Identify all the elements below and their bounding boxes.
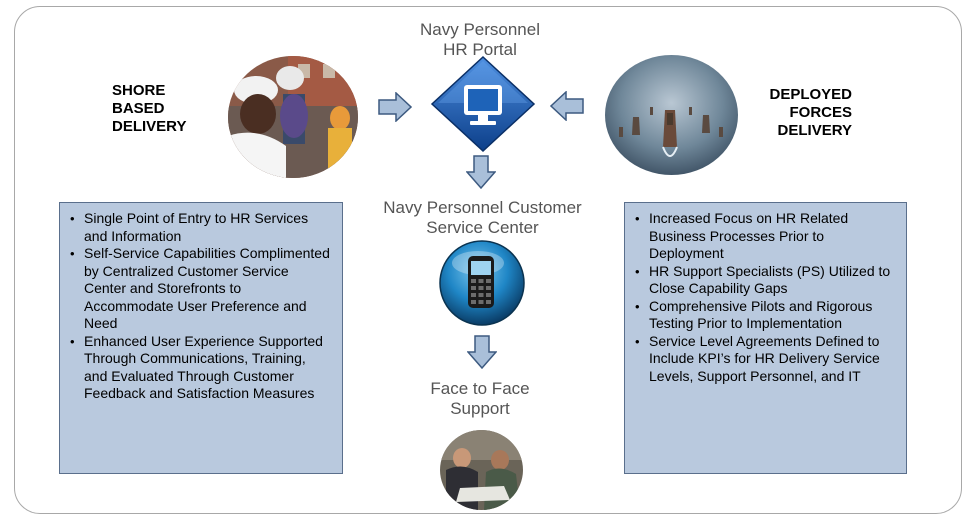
list-item: Enhanced User Experience Supported Throu… (66, 333, 330, 403)
list-item: HR Support Specialists (PS) Utilized to … (631, 263, 898, 298)
deployed-delivery-details-box: Increased Focus on HR Related Business P… (624, 202, 907, 474)
deployed-ships-photo (605, 55, 738, 175)
list-item: Self-Service Capabilities Complimented b… (66, 245, 330, 333)
arrow-down-icon (467, 335, 497, 369)
deployed-forces-delivery-label: DEPLOYED FORCES DELIVERY (769, 86, 852, 139)
arrow-right-icon (378, 92, 412, 122)
list-item: Single Point of Entry to HR Services and… (66, 210, 330, 245)
computer-monitor-icon (430, 55, 536, 153)
customer-service-center-title: Navy Personnel Customer Service Center (383, 198, 582, 237)
shore-based-delivery-label: SHORE BASED DELIVERY (112, 82, 187, 135)
list-item: Service Level Agreements Defined to Incl… (631, 333, 898, 386)
list-item: Comprehensive Pilots and Rigorous Testin… (631, 298, 898, 333)
face-to-face-photo (440, 430, 523, 510)
face-to-face-support-title: Face to Face Support (430, 379, 530, 418)
arrow-down-icon (466, 155, 496, 189)
arrow-left-icon (550, 91, 584, 121)
shore-based-photo (228, 56, 358, 178)
mobile-phone-icon (439, 240, 525, 326)
portal-title: Navy Personnel HR Portal (419, 20, 540, 59)
shore-delivery-details-box: Single Point of Entry to HR Services and… (59, 202, 343, 474)
list-item: Increased Focus on HR Related Business P… (631, 210, 898, 263)
